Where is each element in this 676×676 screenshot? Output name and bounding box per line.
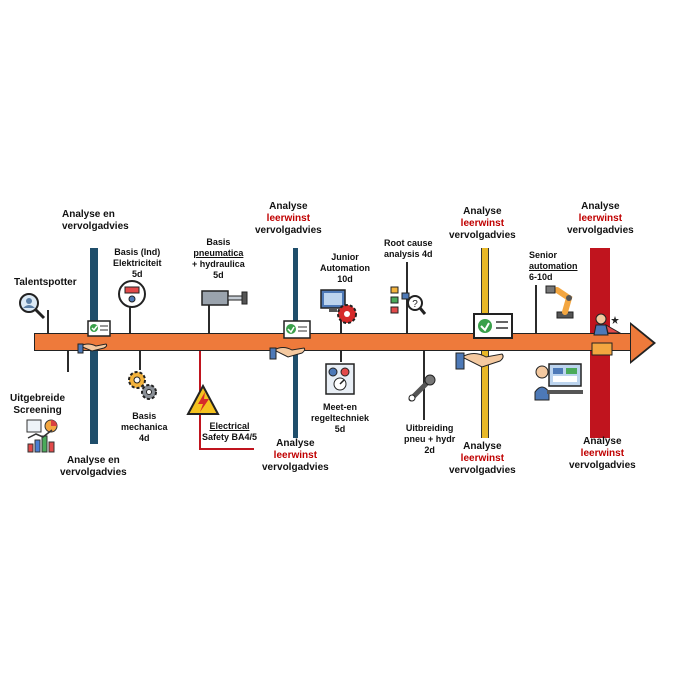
engineer-screen-icon <box>534 363 583 401</box>
label-talentspotter: Talentspotter <box>14 277 77 288</box>
hazard-icon <box>186 383 220 415</box>
label-analyse1-top: Analyse en vervolgadvies <box>62 209 129 232</box>
label-junior: Junior Automation 10d <box>320 252 370 284</box>
label-mechanica: Basis mechanica 4d <box>121 411 168 443</box>
connector-pneumatica <box>208 300 210 334</box>
label-analyse2-top: Analyse leerwinst vervolgadvies <box>255 201 322 236</box>
label-analyse3-bottom: Analyse leerwinst vervolgadvies <box>449 441 516 476</box>
dashboard-icon <box>325 363 355 395</box>
winner-podium-icon <box>591 313 622 356</box>
robot-arm-icon <box>545 285 574 319</box>
label-elektriciteit: Basis (Ind) Elektriciteit 5d <box>113 247 162 279</box>
computer-gear-icon <box>320 289 357 324</box>
flowchart-search-icon: ? <box>390 286 427 315</box>
connector-senior <box>535 285 537 334</box>
handshake-check-icon <box>455 313 513 370</box>
wrench-icon <box>408 374 436 402</box>
connector-mechanica <box>139 350 141 370</box>
label-screening: Uitgebreide Screening <box>10 393 66 416</box>
magnifier-person-icon <box>19 293 46 320</box>
label-analyse2-bottom: Analyse leerwinst vervolgadvies <box>262 438 329 473</box>
svg-text:?: ? <box>412 299 418 310</box>
label-analyse4-bottom: Analyse leerwinst vervolgadvies <box>569 436 636 471</box>
connector-talentspotter <box>47 310 49 335</box>
handshake-check-icon <box>77 320 111 354</box>
label-pneumatica: Basis pneumatica + hydraulica 5d <box>192 237 245 280</box>
label-regeltechniek: Meet-en regeltechniek 5d <box>311 402 370 434</box>
handshake-check-icon <box>269 320 311 360</box>
chart-icon <box>26 419 58 453</box>
gears-icon <box>128 371 157 400</box>
meter-icon <box>118 280 146 308</box>
label-analyse1-bottom: Analyse en vervolgadvies <box>60 455 127 478</box>
connector-safety-foot <box>199 448 254 450</box>
label-senior: Senior automation 6-10d <box>529 250 578 282</box>
connector-screening <box>67 350 69 372</box>
label-analyse4-top: Analyse leerwinst vervolgadvies <box>567 201 634 236</box>
connector-elektriciteit <box>129 290 131 334</box>
label-analyse3-top: Analyse leerwinst vervolgadvies <box>449 206 516 241</box>
timeline-arrow <box>34 333 634 351</box>
connector-regeltechniek <box>340 350 342 362</box>
label-safety: Electrical Safety BA4/5 <box>202 421 258 442</box>
label-uitbreiding: Uitbreiding pneu + hydr 2d <box>404 423 456 455</box>
cylinder-icon <box>201 290 248 306</box>
label-rootcause: Root cause analysis 4d <box>384 238 433 259</box>
